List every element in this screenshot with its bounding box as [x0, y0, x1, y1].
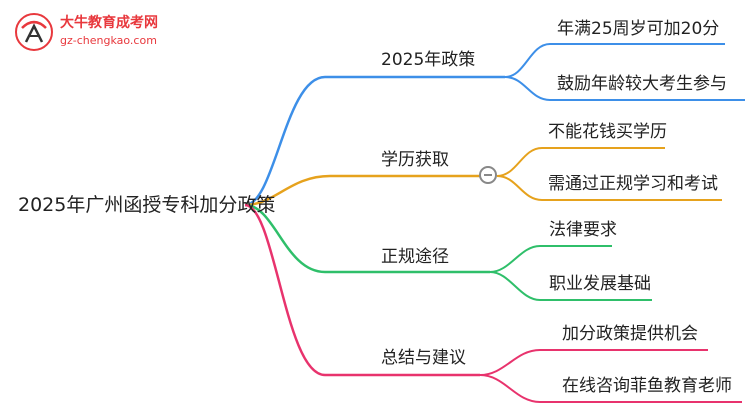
site-logo[interactable]: 大牛教育成考网 gz-chengkao.com — [14, 10, 174, 54]
connector-b1-c1 — [496, 175, 722, 201]
leaf-node[interactable]: 加分政策提供机会 — [562, 324, 698, 344]
leaf-node[interactable]: 鼓励年龄较大考生参与 — [557, 74, 727, 94]
connector-b3-c0 — [479, 349, 708, 376]
leaf-node[interactable]: 在线咨询菲鱼教育老师 — [562, 376, 732, 396]
connector-b2-c0 — [489, 245, 612, 273]
connector-b2-c1 — [489, 271, 652, 301]
leaf-node[interactable]: 法律要求 — [549, 220, 617, 240]
connector-root-b3 — [244, 203, 480, 377]
logo-site-url: gz-chengkao.com — [60, 34, 157, 47]
bull-logo-icon — [15, 13, 53, 51]
mindmap-root-node[interactable]: 2025年广州函授专科加分政策 — [18, 194, 276, 216]
branch-node-degree-acquisition[interactable]: 学历获取 — [381, 150, 449, 170]
branch-node-summary-advice[interactable]: 总结与建议 — [381, 348, 466, 368]
logo-site-name: 大牛教育成考网 — [60, 15, 158, 31]
leaf-node[interactable]: 职业发展基础 — [549, 274, 651, 294]
connector-root-b1 — [244, 174, 480, 207]
branch-node-formal-path[interactable]: 正规途径 — [381, 247, 449, 267]
branch-node-policy-2025[interactable]: 2025年政策 — [381, 50, 476, 70]
leaf-node[interactable]: 需通过正规学习和考试 — [548, 174, 718, 194]
leaf-node[interactable]: 不能花钱买学历 — [548, 122, 667, 142]
leaf-node[interactable]: 年满25周岁可加20分 — [557, 19, 720, 39]
connector-b0-c0 — [504, 43, 725, 78]
connector-root-b2 — [244, 203, 490, 274]
connector-b1-c0 — [496, 147, 665, 177]
connector-b3-c1 — [479, 374, 742, 403]
collapse-toggle-icon[interactable] — [479, 166, 497, 184]
connector-b0-c1 — [504, 76, 745, 101]
connector-root-b0 — [244, 75, 505, 207]
